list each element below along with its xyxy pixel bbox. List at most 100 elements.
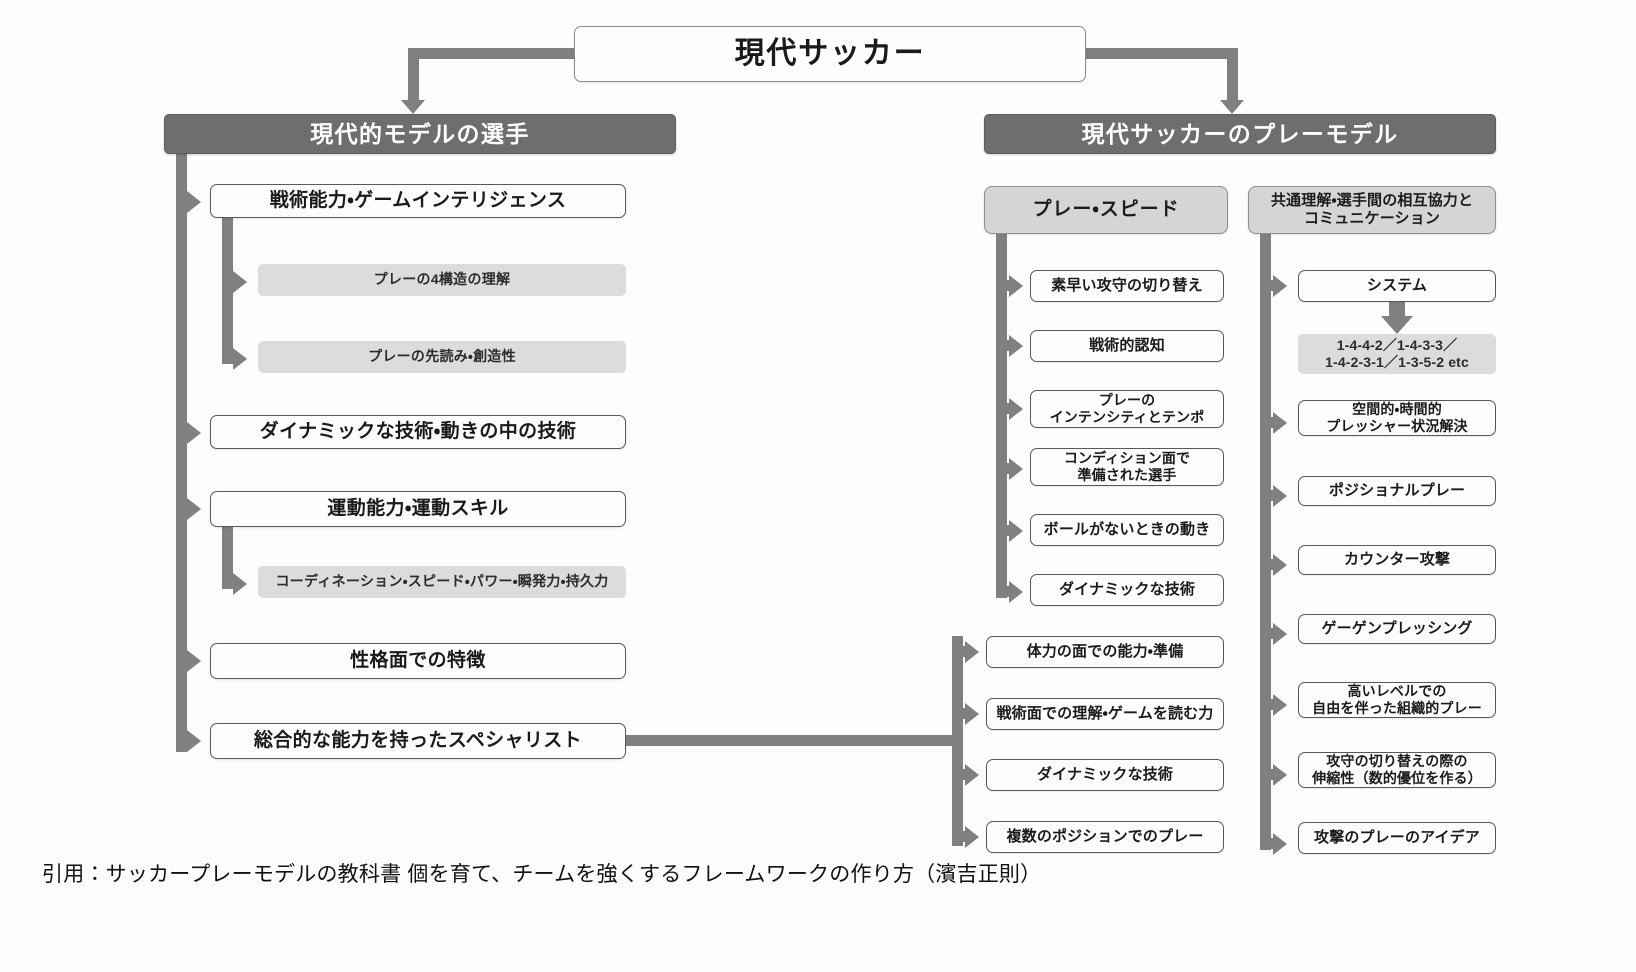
right-item-1-formations: 1-4-4-2／1-4-3-3／ 1-4-2-3-1／1-3-5-2 etc	[1298, 334, 1496, 374]
middle-item-0-label: 素早い攻守の切り替え	[1051, 276, 1203, 294]
arrowhead-middle-item-0	[1009, 275, 1023, 297]
left-item-1-label: プレーの4構造の理解	[373, 271, 511, 288]
arrowhead-middle-item-2	[1009, 398, 1023, 420]
arrowhead-middle-item-1	[1009, 335, 1023, 357]
section-header-left: 現代的モデルの選手	[164, 114, 676, 154]
source-caption: 引用：サッカープレーモデルの教科書 個を育て、チームを強くするフレームワークの作…	[42, 863, 1042, 886]
middle-item-3-label: コンディション面で 準備された選手	[1063, 449, 1191, 483]
connector-root-left	[408, 48, 580, 59]
spec-item-2: ダイナミックな技術	[986, 759, 1224, 791]
right-item-7: 攻守の切り替えの際の 伸縮性（数的優位を作る）	[1298, 752, 1496, 788]
section-header-right-label: 現代サッカーのプレーモデル	[1081, 120, 1399, 147]
arrowhead-middle-item-3	[1009, 458, 1023, 480]
arrowhead-right-item-3	[1273, 485, 1287, 507]
connector-left-item-7	[176, 735, 190, 746]
left-item-2-label: プレーの先読み・創造性	[368, 348, 516, 365]
spec-item-0-label: 体力の面での能力・準備	[1026, 642, 1184, 660]
connector-system-to-formations	[1389, 300, 1405, 318]
arrowhead-right-item-2	[1273, 412, 1287, 434]
right-item-3-label: ポジショナルプレー	[1328, 481, 1466, 499]
middle-item-3: コンディション面で 準備された選手	[1030, 448, 1224, 486]
middle-item-4-label: ボールがないときの動き	[1043, 520, 1211, 538]
arrowhead-right-header	[1220, 100, 1244, 114]
connector-left-item-6	[176, 655, 190, 666]
left-item-1: プレーの4構造の理解	[258, 264, 626, 296]
connector-middle-item-4	[996, 525, 1012, 536]
middle-item-2-label: プレーの インテンシティとテンポ	[1049, 391, 1205, 425]
connector-spec-item-3	[952, 831, 968, 842]
connector-left-spine	[176, 152, 187, 752]
middle-item-2: プレーの インテンシティとテンポ	[1030, 390, 1224, 428]
right-item-2: 空間的・時間的 プレッシャー状況解決	[1298, 400, 1496, 436]
right-item-8: 攻撃のプレーのアイデア	[1298, 822, 1496, 854]
arrowhead-spec-item-1	[965, 703, 979, 725]
left-item-7-label: 総合的な能力を持ったスペシャリスト	[253, 730, 583, 752]
spec-item-3: 複数のポジションでのプレー	[986, 821, 1224, 853]
right-item-7-label: 攻守の切り替えの際の 伸縮性（数的優位を作る）	[1312, 752, 1482, 786]
right-item-0-label: システム	[1366, 276, 1428, 294]
connector-left-sub-1b	[222, 353, 236, 364]
right-head-label: 共通理解・選手間の相互協力と コミュニケーション	[1270, 191, 1474, 227]
root-title-label: 現代サッカー	[734, 36, 926, 70]
middle-item-0: 素早い攻守の切り替え	[1030, 270, 1224, 302]
right-item-5-label: ゲーゲンプレッシング	[1321, 619, 1473, 637]
connector-middle-item-1	[996, 340, 1012, 351]
connector-middle-item-2	[996, 403, 1012, 414]
right-head-box: 共通理解・選手間の相互協力と コミュニケーション	[1248, 186, 1496, 234]
arrowhead-spec-item-2	[965, 764, 979, 786]
right-item-0: システム	[1298, 270, 1496, 302]
left-item-3: ダイナミックな技術・動きの中の技術	[210, 415, 626, 449]
connector-middle-item-0	[996, 280, 1012, 291]
right-item-8-label: 攻撃のプレーのアイデア	[1314, 828, 1480, 846]
connector-right-item-5	[1260, 628, 1276, 639]
left-item-2: プレーの先読み・創造性	[258, 341, 626, 373]
middle-item-1-label: 戦術的認知	[1089, 336, 1165, 354]
connector-right-item-8	[1260, 838, 1276, 849]
connector-right-item-2	[1260, 417, 1276, 428]
spec-item-1: 戦術面での理解・ゲームを読む力	[986, 698, 1224, 730]
arrowhead-left-item-4	[187, 498, 201, 520]
connector-right-item-4	[1260, 559, 1276, 570]
left-item-6-label: 性格面での特徴	[350, 650, 486, 672]
watermark-text	[660, 172, 990, 198]
left-item-4-label: 運動能力・運動スキル	[327, 498, 509, 520]
connector-left-sub-spine-1	[222, 216, 233, 364]
section-header-left-label: 現代的モデルの選手	[310, 120, 530, 147]
left-item-0: 戦術能力・ゲームインテリジェンス	[210, 184, 626, 218]
right-item-1-label: 1-4-4-2／1-4-3-3／ 1-4-2-3-1／1-3-5-2 etc	[1325, 336, 1469, 370]
connector-left-item-4	[176, 503, 190, 514]
connector-middle-item-5	[996, 586, 1012, 597]
connector-left-item-0	[176, 196, 190, 207]
spec-item-0: 体力の面での能力・準備	[986, 636, 1224, 668]
arrowhead-right-item-4	[1273, 554, 1287, 576]
left-item-0-label: 戦術能力・ゲームインテリジェンス	[269, 190, 567, 212]
arrowhead-right-item-0	[1273, 275, 1287, 297]
arrowhead-left-header	[401, 100, 425, 114]
left-item-6: 性格面での特徴	[210, 643, 626, 679]
connector-specialist-bridge	[626, 735, 952, 746]
left-item-5: コーディネーション・スピード・パワー・瞬発力・持久力	[258, 566, 626, 598]
connector-spec-item-2	[952, 769, 968, 780]
connector-specialist-riser	[952, 636, 963, 846]
left-item-5-label: コーディネーション・スピード・パワー・瞬発力・持久力	[275, 573, 609, 590]
middle-item-1: 戦術的認知	[1030, 330, 1224, 362]
arrowhead-middle-item-5	[1009, 581, 1023, 603]
arrowhead-left-item-6	[187, 650, 201, 672]
spec-item-1-label: 戦術面での理解・ゲームを読む力	[996, 704, 1214, 722]
arrowhead-spec-item-3	[965, 826, 979, 848]
connector-root-right	[1080, 48, 1238, 59]
arrowhead-right-item-5	[1273, 623, 1287, 645]
right-item-6: 高いレベルでの 自由を伴った組織的プレー	[1298, 682, 1496, 718]
spec-item-2-label: ダイナミックな技術	[1036, 765, 1174, 783]
left-item-3-label: ダイナミックな技術・動きの中の技術	[259, 421, 577, 443]
right-item-4-label: カウンター攻撃	[1343, 550, 1451, 568]
arrowhead-left-sub-1b	[233, 348, 247, 370]
arrowhead-right-item-8	[1273, 833, 1287, 855]
right-item-6-label: 高いレベルでの 自由を伴った組織的プレー	[1312, 682, 1482, 716]
connector-right-item-0	[1260, 280, 1276, 291]
right-item-4: カウンター攻撃	[1298, 545, 1496, 575]
root-title-box: 現代サッカー	[574, 26, 1086, 82]
connector-right-spine	[1260, 232, 1271, 850]
connector-left-sub-spine-2	[222, 523, 233, 589]
